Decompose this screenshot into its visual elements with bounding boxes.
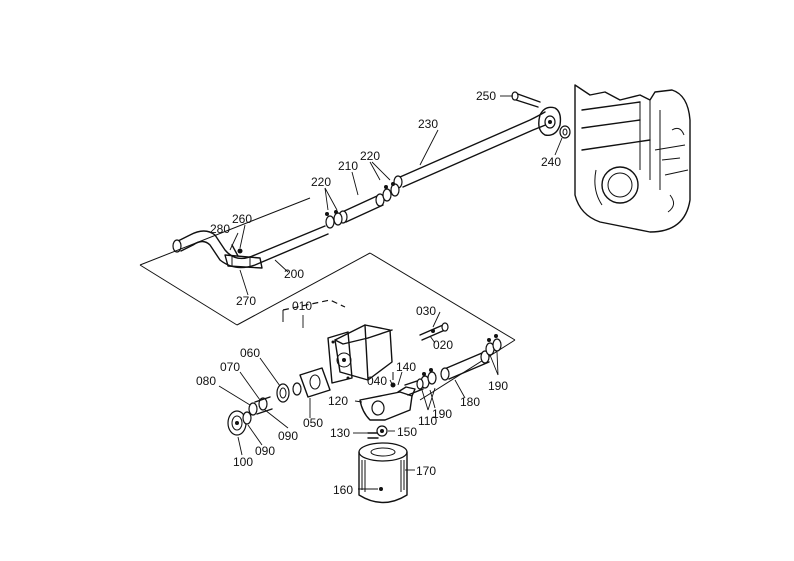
label-230: 230 <box>418 117 438 131</box>
gasket-050 <box>299 367 331 398</box>
oil-filter-170 <box>358 442 408 504</box>
label-110: 110 <box>418 414 437 428</box>
label-270: 270 <box>236 294 256 308</box>
label-160: 160 <box>333 483 353 497</box>
label-170: 170 <box>416 464 436 478</box>
label-130: 130 <box>330 426 350 440</box>
label-100: 100 <box>233 455 253 469</box>
bolt-130-nipple-150 <box>367 425 388 439</box>
hose-180 <box>440 350 490 381</box>
label-250: 250 <box>476 89 496 103</box>
label-050: 050 <box>303 416 323 430</box>
banjo-bolt-250 <box>511 91 541 108</box>
label-200: 200 <box>284 267 304 281</box>
label-220-upper: 220 <box>360 149 380 163</box>
bolt-030-020 <box>419 322 449 341</box>
part-labels: 250 230 240 220 210 220 260 280 200 270 … <box>196 89 561 497</box>
oil-pipe-230 <box>393 106 562 189</box>
label-090-lower: 090 <box>255 444 275 458</box>
label-090-upper: 090 <box>278 429 298 443</box>
label-220-lower: 220 <box>311 175 331 189</box>
oil-pipe-200 <box>172 225 329 269</box>
label-030: 030 <box>416 304 436 318</box>
label-020: 020 <box>433 338 453 352</box>
label-190-upper: 190 <box>488 379 508 393</box>
label-070: 070 <box>220 360 240 374</box>
hose-clamps-220 <box>325 182 400 229</box>
label-150: 150 <box>397 425 417 439</box>
label-140: 140 <box>396 360 416 374</box>
label-040: 040 <box>367 374 387 388</box>
label-080: 080 <box>196 374 216 388</box>
label-280: 280 <box>210 222 230 236</box>
leader-lines <box>218 95 563 490</box>
washers-070-080 <box>248 396 273 416</box>
filter-head-120 <box>359 372 416 421</box>
label-060: 060 <box>240 346 260 360</box>
engine-block <box>574 84 691 233</box>
label-240: 240 <box>541 155 561 169</box>
pipe-fitting-110 <box>404 378 424 396</box>
assembly-plane <box>139 197 516 401</box>
gear-100 <box>227 410 252 436</box>
o-ring-060 <box>276 382 302 403</box>
label-010: 010 <box>292 299 312 313</box>
hose-210 <box>338 193 385 224</box>
label-190-lower: 190 <box>432 407 452 421</box>
label-210: 210 <box>338 159 358 173</box>
label-180: 180 <box>460 395 480 409</box>
label-260: 260 <box>232 212 252 226</box>
label-120: 120 <box>328 394 348 408</box>
pump-assembly-010 <box>282 299 393 384</box>
washer-240 <box>559 125 571 139</box>
